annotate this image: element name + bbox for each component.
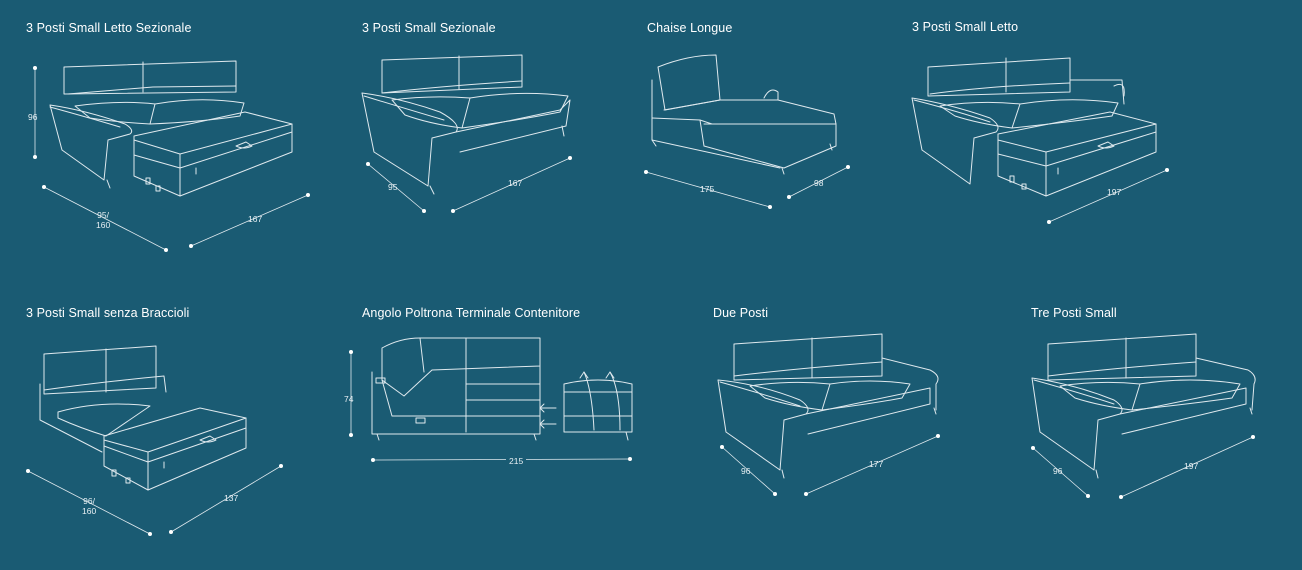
dim-label-width: 167 [248,214,263,224]
dim-label-width: 175 [700,184,715,194]
sofa-drawing-tre-posti-small [1031,333,1256,499]
model-title-3-posti-small-senza-braccioli: 3 Posti Small senza Braccioli [26,306,190,320]
dim-label-depth: 98 [814,178,824,188]
dim-label-width: 137 [224,493,239,503]
sofa-drawing-senza-braccioli [26,345,283,536]
dim-label-depth: 96 [741,466,751,476]
dim-label-height: 74 [344,394,354,404]
model-title-3-posti-small-sezionale: 3 Posti Small Sezionale [362,21,496,35]
model-title-tre-posti-small: Tre Posti Small [1031,306,1117,320]
sofa-drawing-letto-sezionale [33,60,310,252]
sofa-drawing-angolo-contenitore [349,337,633,462]
dim-label-depth: 95 [388,182,398,192]
dim-label-depth: 95/ 160 [96,210,111,230]
dim-label-width: 197 [1184,461,1199,471]
sofa-drawing-due-posti [717,333,940,496]
dim-label-depth: 96/ 160 [82,496,97,516]
dim-label-height: 96 [28,112,38,122]
dim-label-width: 177 [869,459,884,469]
dim-label-width: 215 [506,456,527,466]
model-title-3-posti-small-letto: 3 Posti Small Letto [912,20,1019,34]
model-title-due-posti: Due Posti [713,306,769,320]
sofa-drawing-sezionale [361,54,572,213]
model-title-chaise-longue: Chaise Longue [647,21,733,35]
dim-label-width: 167 [508,178,523,188]
model-title-3-posti-small-letto-sezionale: 3 Posti Small Letto Sezionale [26,21,192,35]
sofa-drawing-letto [911,57,1169,224]
sofa-drawing-chaise-longue [644,54,850,209]
model-title-angolo-poltrona-terminale-contenitore: Angolo Poltrona Terminale Contenitore [362,306,581,320]
dim-label-width: 197 [1107,187,1122,197]
dim-label-depth: 96 [1053,466,1063,476]
